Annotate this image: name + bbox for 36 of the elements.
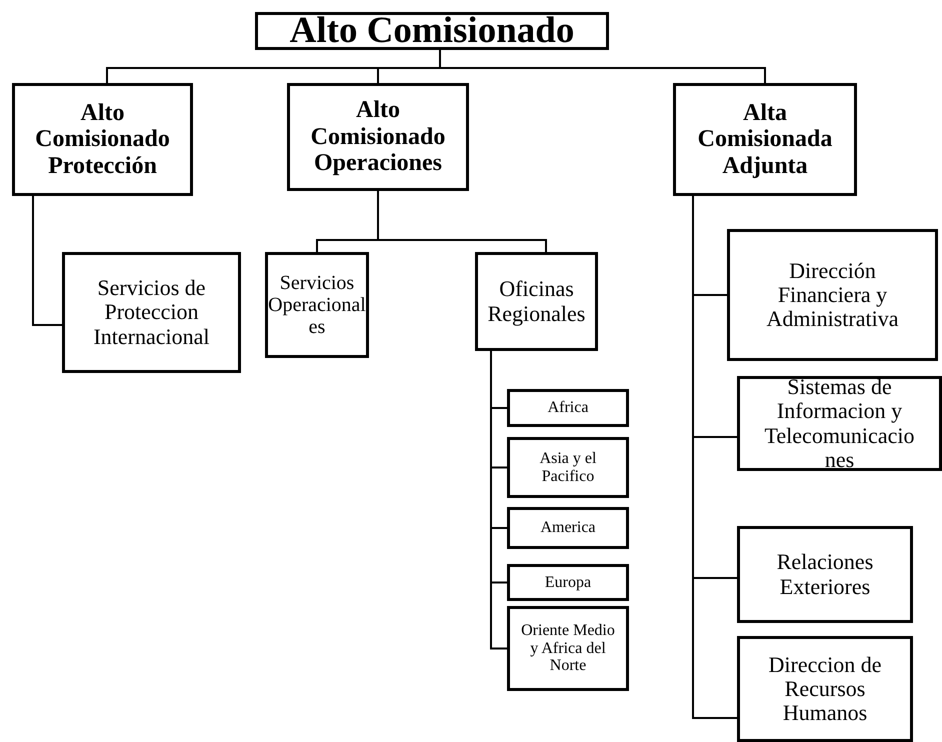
org-box: [507, 606, 629, 691]
org-box: [507, 437, 629, 498]
unit-name: Oficinas Regionales: [486, 277, 586, 326]
connector-line: [32, 196, 62, 326]
unit-name: Servicios Operacional es: [268, 272, 366, 338]
org-box: [737, 636, 913, 742]
org-box: [475, 252, 598, 351]
org-box: [737, 376, 942, 471]
unit-name: Oriente Medio y Africa del Norte: [520, 622, 616, 675]
org-box: [507, 564, 629, 601]
org-box: [12, 83, 193, 196]
org-box: [727, 229, 938, 361]
org-box: [265, 252, 369, 358]
org-box: [62, 252, 241, 373]
org-box: [507, 507, 629, 549]
unit-name: Alta Comisionada Adjunta: [696, 100, 834, 180]
connector-line: [439, 50, 766, 83]
unit-name: Europa: [544, 574, 592, 592]
org-box: [507, 389, 629, 427]
unit-name: America: [540, 519, 596, 537]
connector-line: [490, 351, 507, 650]
org-box: [287, 83, 469, 191]
connector-line: [377, 191, 547, 252]
unit-name: Sistemas de Informacion y Telecomunicacio nes: [764, 375, 916, 472]
unit-name: Alto Comisionado Operaciones: [310, 97, 446, 177]
unit-name: Asia y el Pacifico: [538, 450, 598, 486]
unit-name: Alto Comisionado: [290, 10, 574, 52]
org-box: [255, 12, 609, 50]
unit-name: Relaciones Exteriores: [776, 550, 874, 599]
unit-name: Direccion de Recursos Humanos: [768, 652, 882, 726]
org-box: [673, 83, 857, 196]
unit-name: Servicios de Proteccion Internacional: [92, 276, 211, 349]
unit-name: Africa: [548, 399, 588, 417]
unit-name: Alto Comisionado Protección: [34, 100, 171, 180]
unit-name: Dirección Financiera y Administrativa: [766, 258, 900, 332]
org-box: [737, 526, 913, 623]
